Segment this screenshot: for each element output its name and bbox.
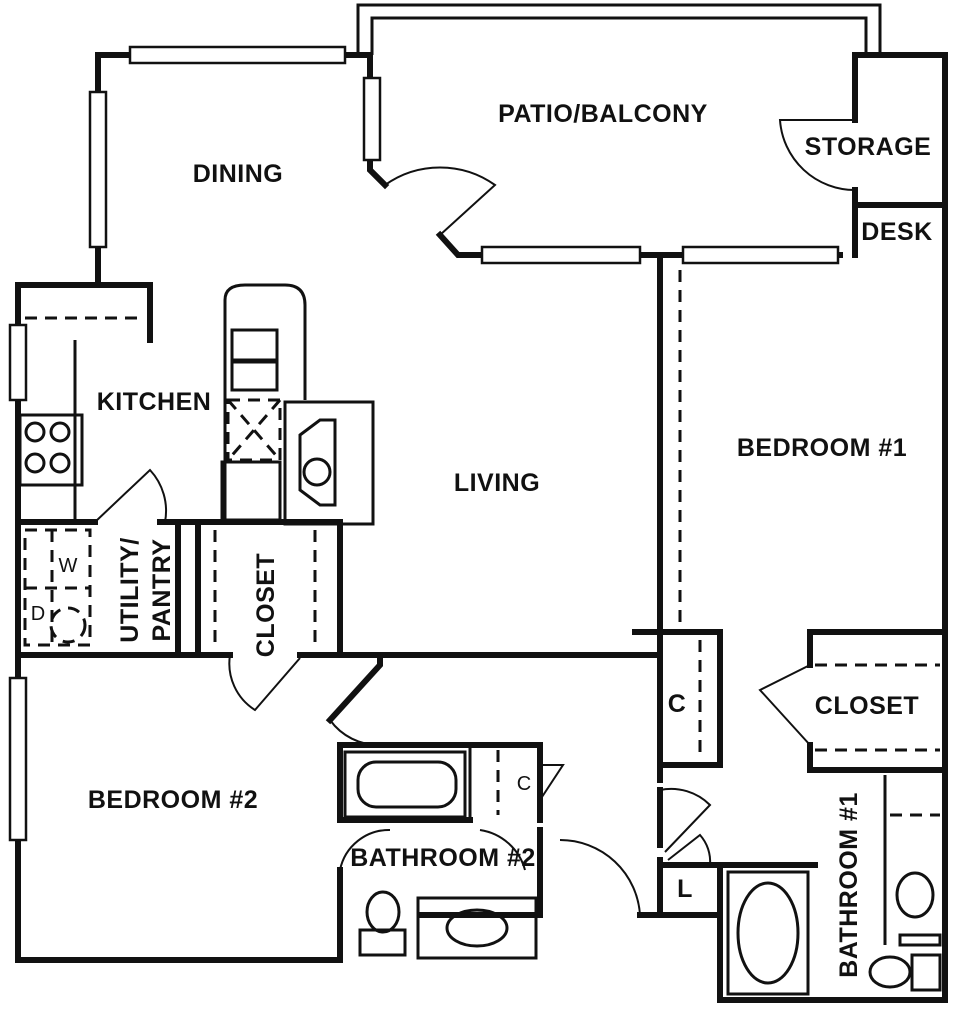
room-labels: PATIO/BALCONY STORAGE DESK DINING KITCHE… xyxy=(31,100,932,978)
window xyxy=(8,676,28,842)
label-kitchen: KITCHEN xyxy=(97,388,212,416)
label-linen-c: C xyxy=(668,690,687,718)
vanity xyxy=(416,896,538,960)
label-bedroom-1: BEDROOM #1 xyxy=(737,434,907,462)
window xyxy=(480,245,642,265)
label-storage: STORAGE xyxy=(805,133,932,161)
bathtub xyxy=(343,750,467,819)
window xyxy=(681,245,840,265)
window xyxy=(88,90,108,249)
label-linen-l: L xyxy=(677,875,693,903)
label-bath-closet-c: C xyxy=(517,773,531,795)
label-closet-hall: CLOSET xyxy=(252,553,280,657)
label-desk: DESK xyxy=(861,218,932,246)
label-washer: W xyxy=(59,555,78,577)
label-bedroom-2: BEDROOM #2 xyxy=(88,786,258,814)
range xyxy=(18,413,84,487)
label-closet-bedroom-1: CLOSET xyxy=(815,692,919,720)
label-bathroom-2: BATHROOM #2 xyxy=(350,844,536,872)
label-bathroom-1: BATHROOM #1 xyxy=(835,792,863,978)
label-patio: PATIO/BALCONY xyxy=(498,100,708,128)
window xyxy=(8,323,28,402)
label-living: LIVING xyxy=(454,469,540,497)
label-utility: UTILITY/ xyxy=(116,537,144,642)
label-pantry: PANTRY xyxy=(148,539,176,642)
window xyxy=(362,76,382,162)
walls xyxy=(8,3,948,1003)
label-dryer: D xyxy=(31,603,45,625)
label-dining: DINING xyxy=(193,160,284,188)
bath1-tub xyxy=(726,870,810,996)
window xyxy=(128,45,347,65)
